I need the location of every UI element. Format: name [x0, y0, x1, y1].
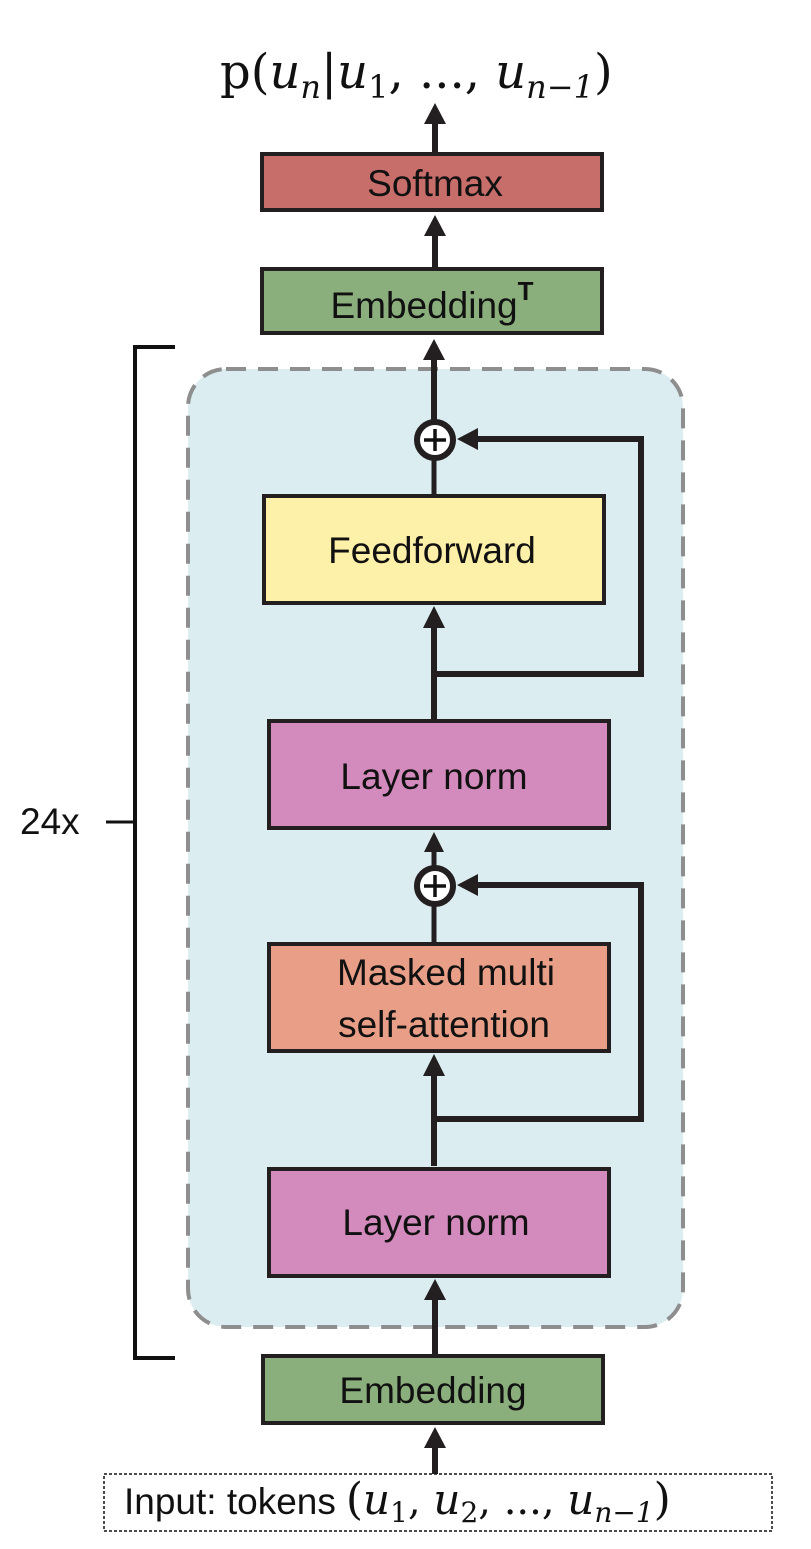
softmax-block: Softmax — [260, 152, 604, 212]
masked-self-attention-box — [267, 942, 611, 1053]
input-tokens-box — [103, 1473, 773, 1532]
repeat-bracket — [106, 345, 175, 1360]
input-tokens-block: Input: tokens(u1, u2, ..., un−1) — [103, 1473, 773, 1532]
attention-label-line2: self-attention — [338, 1004, 550, 1045]
arrow-softmax-to-output — [424, 103, 446, 153]
arrow-block-to-embedding-t — [423, 339, 445, 420]
layer-norm-bottom-block: Layer norm — [267, 1167, 611, 1278]
embedding-transpose-block: EmbeddingT — [260, 267, 604, 335]
embedding-box — [261, 1354, 605, 1425]
attention-label-line1: Masked multi — [337, 952, 555, 993]
feedforward-label: Feedforward — [328, 530, 536, 571]
layer-norm-top-box — [267, 719, 611, 830]
input-tokens-label: Input: tokens(u1, u2, ..., un−1) — [124, 1474, 671, 1529]
arrow-input-to-embedding — [424, 1427, 446, 1475]
embedding-block: Embedding — [261, 1354, 605, 1425]
softmax-box — [260, 152, 604, 212]
output-probability-formula: p(un|u1, ..., un−1) — [220, 44, 613, 106]
arrow-embedding-t-to-softmax — [424, 215, 446, 268]
arrow-add-to-layernorm — [424, 832, 444, 868]
embedding-label: Embedding — [339, 1370, 526, 1411]
arrow-embedding-to-layernorm — [424, 1279, 446, 1356]
layer-norm-top-label: Layer norm — [340, 756, 527, 797]
feedforward-box — [262, 494, 606, 605]
softmax-label: Softmax — [367, 163, 503, 204]
layer-norm-bottom-box — [267, 1167, 611, 1278]
repeat-count-label: 24x — [20, 801, 80, 842]
residual-path-top — [434, 428, 644, 677]
arrow-layernorm-to-attention — [423, 1054, 445, 1166]
feedforward-block: Feedforward — [262, 494, 606, 605]
layer-norm-top-block: Layer norm — [267, 719, 611, 830]
arrow-layernorm-to-feedforward — [423, 606, 445, 720]
embedding-transpose-label: EmbeddingT — [330, 276, 533, 326]
residual-add-bottom — [414, 865, 456, 907]
residual-path-bottom — [434, 874, 644, 1122]
masked-self-attention-block: Masked multi self-attention — [267, 942, 611, 1053]
residual-add-top — [414, 419, 456, 461]
embedding-transpose-box — [260, 267, 604, 335]
layer-norm-bottom-label: Layer norm — [342, 1202, 529, 1243]
